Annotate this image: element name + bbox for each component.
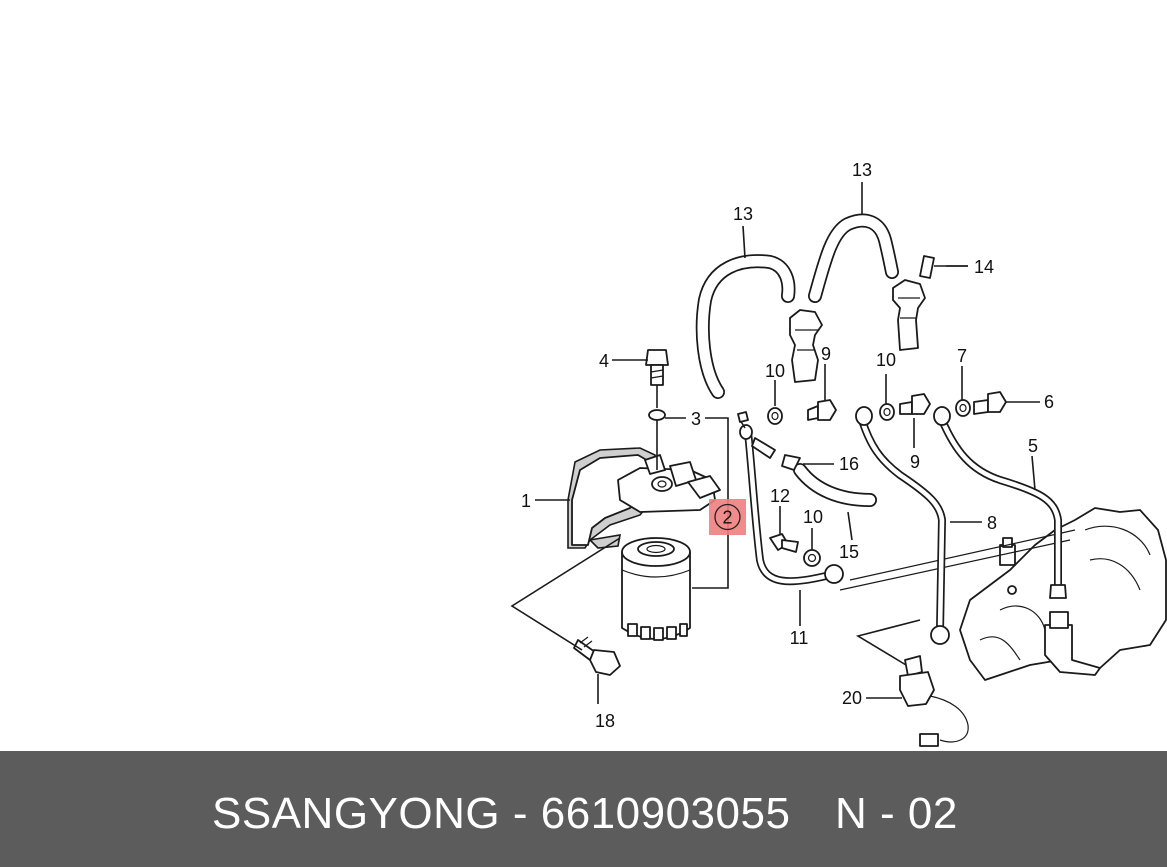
washer-10-b [879,403,895,421]
fuel-pipe-11 [739,424,844,586]
callout-10-b: 10 [876,350,896,370]
callout-13-b: 13 [852,160,872,180]
return-hose-15 [793,463,877,507]
plug-14 [919,255,968,279]
footer-bar: SSANGYONG - 6610903055 N - 02 [0,751,1167,867]
return-hose-13-left [695,254,796,399]
injector-right [892,279,926,351]
callout-4: 4 [599,351,609,371]
callout-1: 1 [521,491,531,511]
t-connector-16 [737,411,801,471]
callout-10-a: 10 [765,361,785,381]
bolt-18 [573,636,621,676]
callout-20: 20 [842,688,862,708]
fuel-pipe-8 [855,406,950,645]
bolt-6 [973,391,1007,415]
callout-12: 12 [770,486,790,506]
washer-10-a [767,407,783,425]
bolt-9-a [807,399,837,421]
highlight-part-2[interactable]: 2 [709,499,746,535]
bolt-12 [769,533,799,553]
page-reference: N - 02 [835,789,958,838]
callout-13-a: 13 [733,204,753,224]
injector-left [789,309,823,383]
banjo-bolt-4 [645,349,669,470]
washer-10-c [803,549,821,567]
callout-14: 14 [974,257,994,277]
sensor-20 [899,655,969,747]
callout-11: 11 [790,628,809,648]
callout-10-c: 10 [803,507,823,527]
callout-8: 8 [987,513,997,533]
callout-6: 6 [1044,392,1054,412]
callout-7: 7 [957,346,967,366]
callout-2: 2 [722,508,732,528]
fuel-filter [621,537,691,641]
leader-lines [510,182,1040,704]
callout-15: 15 [839,542,859,562]
callout-18: 18 [595,711,615,731]
callout-5: 5 [1028,436,1038,456]
brand-part-number: SSANGYONG - 6610903055 [212,789,791,838]
parts-diagram: 2 1 3 4 5 6 7 8 9 9 10 10 10 11 12 13 13… [510,160,1167,747]
washer-7 [955,399,971,417]
fuel-pipe-5 [933,406,1067,599]
callout-9-b: 9 [910,452,920,472]
callout-16: 16 [839,454,859,474]
callout-9-a: 9 [821,344,831,364]
bolt-9-b [899,393,931,415]
callout-3: 3 [691,409,701,429]
return-hose-13-right [808,213,899,303]
filter-head [617,454,721,513]
